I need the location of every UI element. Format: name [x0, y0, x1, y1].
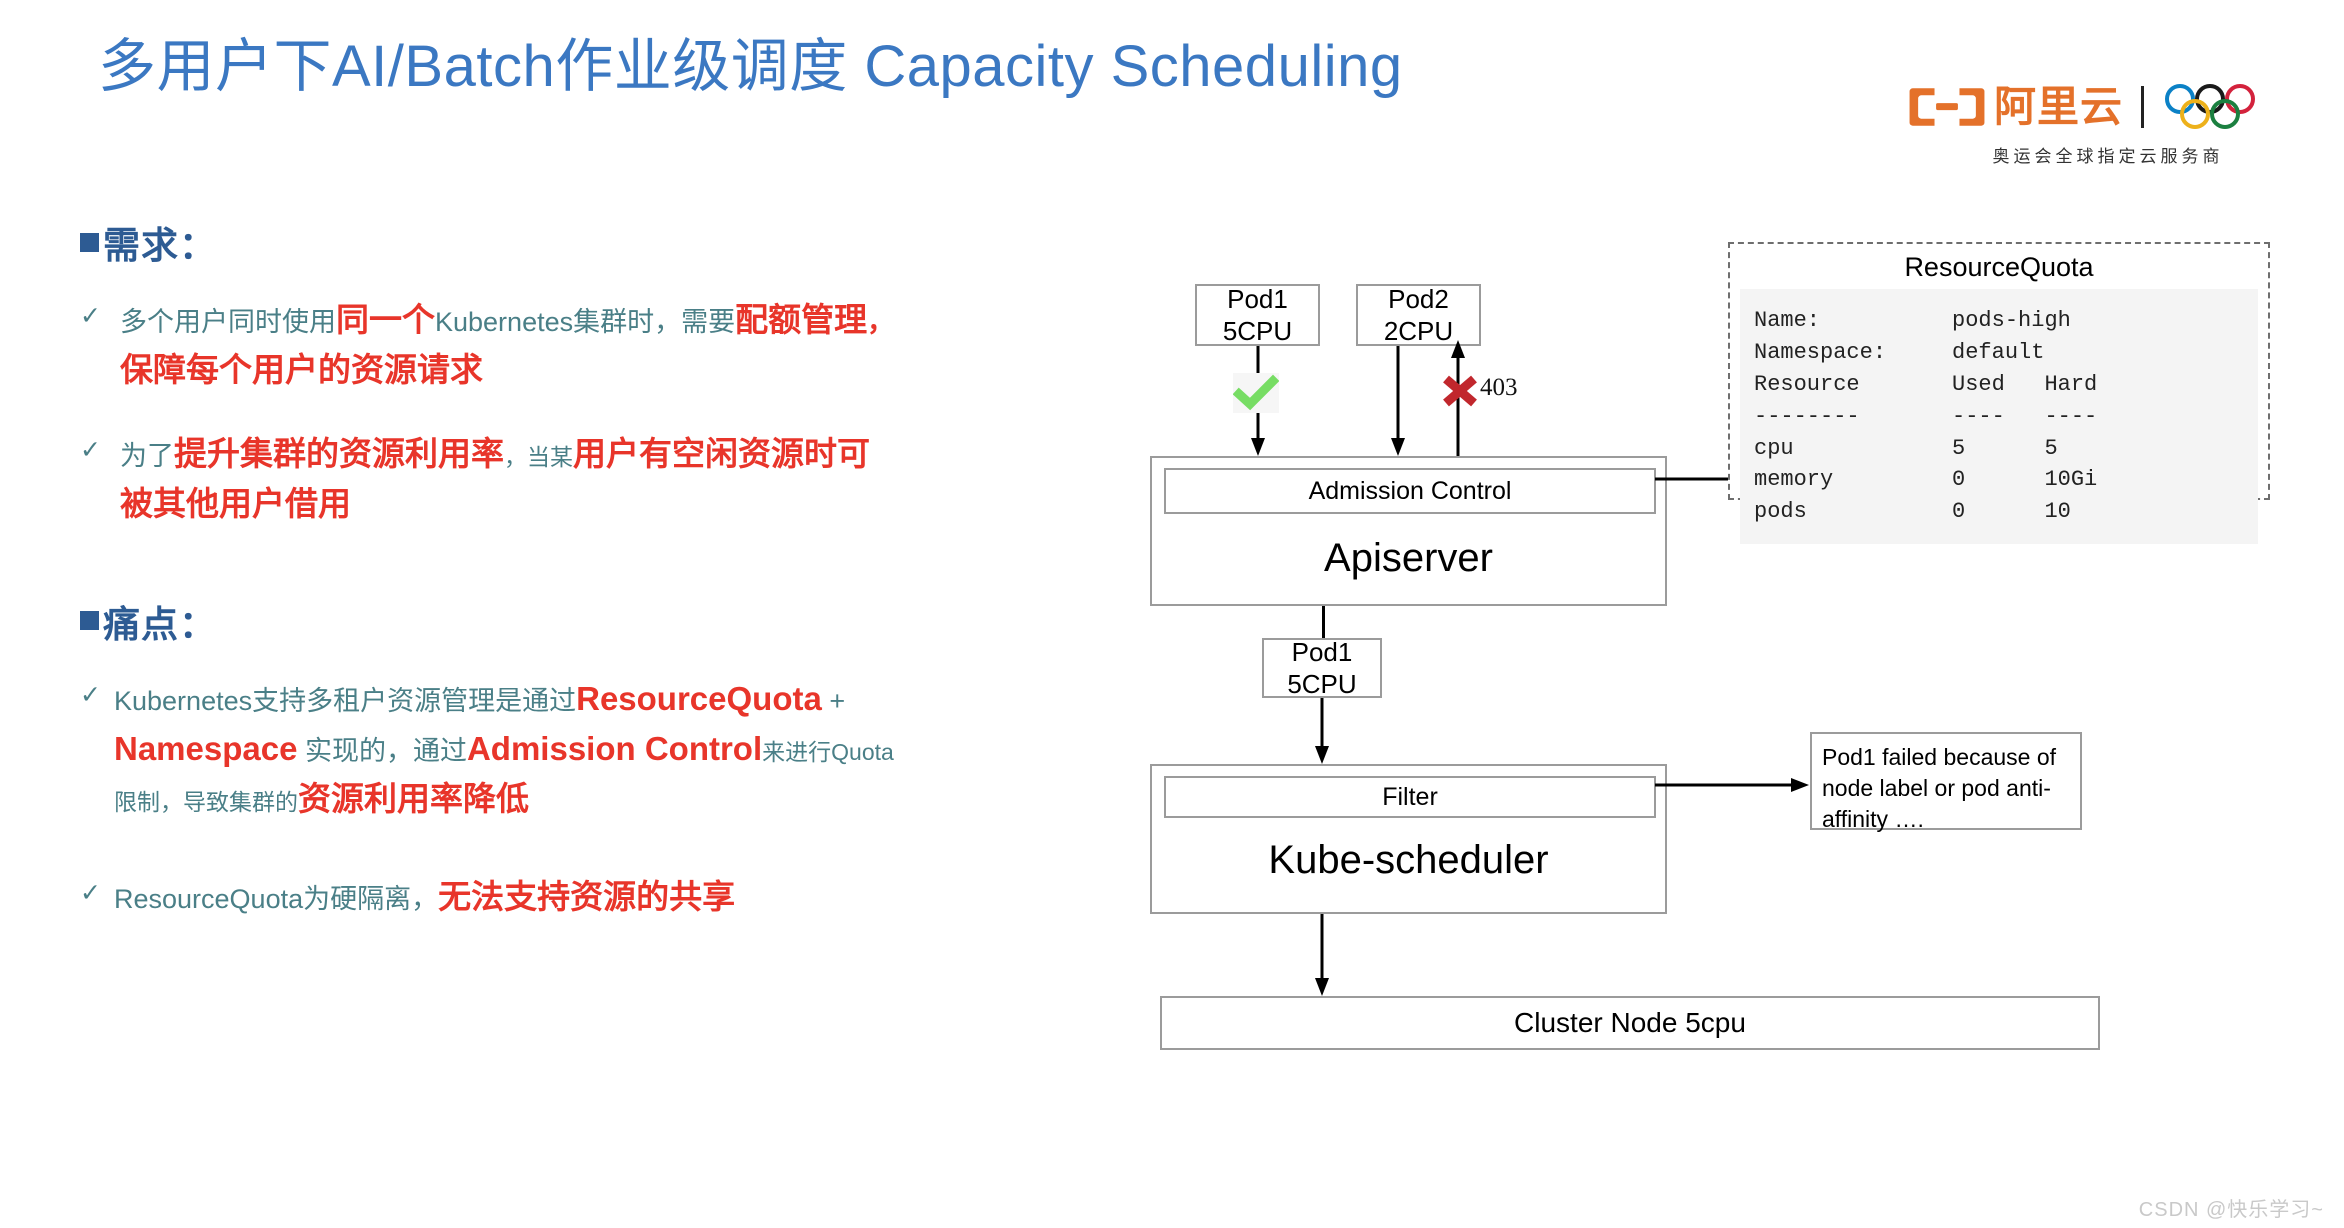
csdn-watermark: CSDN @快乐学习~ — [2138, 1199, 2324, 1221]
filter-box: Filter — [1164, 776, 1656, 818]
resourcequota-panel: ResourceQuota Name: pods-high Namespace:… — [1728, 242, 2270, 545]
alibaba-cloud-logo-icon — [1909, 88, 1985, 126]
cluster-node-box: Cluster Node 5cpu — [1160, 996, 2100, 1050]
arrow-pod2-to-apiserver — [1391, 346, 1405, 456]
arrow-apiserver-reject-pod2 — [1451, 340, 1465, 456]
pod1-top-box: Pod1 5CPU — [1195, 284, 1320, 346]
list-item: ✓ 多个用户同时使用同一个Kubernetes集群时，需要配额管理， 保障每个用… — [80, 295, 1060, 395]
bullet-segment: ，当某 — [504, 444, 573, 471]
pod2-top-label: Pod2 2CPU — [1383, 283, 1454, 347]
kube-scheduler-box: Filter Kube-scheduler — [1150, 764, 1667, 914]
bullet-segment: 多个用户同时使用 — [120, 307, 336, 337]
bullet-segment-emphasis: Namespace — [114, 729, 298, 767]
bullet-segment-emphasis: Admission Control — [466, 729, 763, 767]
section-heading-text: 需求： — [103, 225, 217, 266]
page-title: 多用户下AI/Batch作业级调度 Capacity Scheduling — [98, 34, 1403, 99]
bullet-segment-emphasis: 提升集群的资源利用率 — [174, 435, 504, 473]
pod1-top-label: Pod1 5CPU — [1222, 283, 1293, 347]
quota-line: cpu 5 5 — [1754, 435, 2058, 461]
arrow-scheduler-to-node — [1315, 914, 1329, 996]
red-x-icon — [1440, 372, 1480, 410]
square-bullet-icon — [80, 232, 99, 252]
bullet-segment: + — [821, 685, 846, 716]
check-bullet-icon: ✓ — [80, 680, 101, 709]
failure-callout-box: Pod1 failed because of node label or pod… — [1810, 732, 2082, 832]
section-heading-text: 痛点： — [103, 603, 217, 645]
quota-line: -------- ---- ---- — [1754, 403, 2098, 429]
resourcequota-body: Name: pods-high Namespace: default Resou… — [1740, 289, 2258, 545]
section-heading-painpoints: 痛点： — [80, 594, 1060, 648]
list-item: ✓ ResourceQuota为硬隔离，无法支持资源的共享 — [80, 872, 1060, 922]
apiserver-label: Apiserver — [1324, 536, 1493, 580]
quota-line: Namespace: default — [1754, 339, 2045, 365]
brand-divider — [2141, 86, 2145, 128]
bullet-segment: ， — [867, 307, 895, 337]
brand-logo-row: 阿里云 — [1908, 78, 2308, 136]
failure-callout-text: Pod1 failed because of node label or pod… — [1822, 744, 2057, 832]
list-item: ✓ Kubernetes支持多租户资源管理是通过ResourceQuota + … — [80, 674, 1060, 824]
quota-line: pods 0 10 — [1754, 499, 2071, 525]
bullet-segment-emphasis: 保障每个用户的资源请求 — [120, 351, 483, 389]
admission-control-label: Admission Control — [1308, 476, 1512, 505]
bullet-segment-emphasis: ResourceQuota — [576, 679, 822, 717]
bullet-segment-emphasis: 用户有空闲资源时可 — [573, 435, 870, 473]
green-check-icon — [1232, 373, 1280, 413]
bullet-segment-emphasis: 同一个 — [336, 301, 435, 338]
cluster-node-label: Cluster Node 5cpu — [1514, 1007, 1746, 1038]
kube-scheduler-label: Kube-scheduler — [1268, 838, 1549, 882]
check-bullet-icon: ✓ — [80, 302, 101, 330]
check-bullet-icon: ✓ — [80, 879, 101, 908]
admission-control-box: Admission Control — [1164, 468, 1656, 514]
bullet-segment: ResourceQuota为硬隔离， — [114, 884, 439, 915]
bullet-segment: 为了 — [120, 441, 174, 472]
pod1-mid-box: Pod1 5CPU — [1262, 636, 1382, 700]
architecture-diagram: Pod1 5CPU Pod2 2CPU — [1150, 242, 2270, 1080]
quota-line: Resource Used Hard — [1754, 371, 2098, 397]
resourcequota-title: ResourceQuota — [1904, 252, 2094, 282]
brand-logo: 阿里云 奥运会全球指定云服务商 — [1908, 78, 2308, 188]
olympic-rings-icon — [2165, 84, 2256, 129]
bullet-segment-emphasis: 配额管理 — [735, 301, 868, 338]
pod2-top-box: Pod2 2CPU — [1356, 284, 1481, 346]
left-content-column: 需求： ✓ 多个用户同时使用同一个Kubernetes集群时，需要配额管理， 保… — [80, 215, 1060, 956]
bullet-segment: 实现的，通过 — [297, 735, 467, 766]
connector-apiserver-to-pod1 — [1322, 606, 1325, 638]
apiserver-box: Admission Control Apiserver — [1150, 456, 1667, 606]
check-bullet-icon: ✓ — [80, 436, 101, 465]
pod1-mid-label: Pod1 5CPU — [1287, 636, 1357, 700]
filter-label: Filter — [1382, 782, 1438, 811]
quota-line: memory 0 10Gi — [1754, 467, 2098, 493]
bullet-segment-emphasis: 无法支持资源的共享 — [438, 878, 736, 916]
quota-line: Name: pods-high — [1754, 308, 2071, 333]
bullet-segment: Kubernetes支持多租户资源管理是通过 — [114, 685, 577, 716]
arrow-filter-to-callout — [1655, 778, 1809, 792]
bullet-segment: Kubernetes集群时，需要 — [435, 307, 736, 337]
brand-name: 阿里云 — [1994, 82, 2124, 131]
square-bullet-icon — [80, 611, 99, 631]
bullet-segment: 来进行Quota — [762, 738, 894, 765]
list-item: ✓ 为了提升集群的资源利用率，当某用户有空闲资源时可 被其他用户借用 — [80, 429, 1060, 529]
bullet-segment: 限制，导致集群的 — [114, 788, 298, 815]
brand-tagline: 奥运会全球指定云服务商 — [1992, 147, 2224, 167]
bullet-segment-emphasis: 被其他用户借用 — [120, 485, 351, 523]
section-heading-requirements: 需求： — [80, 215, 1060, 269]
arrow-pod1-to-scheduler — [1315, 698, 1329, 764]
bullet-segment-emphasis: 资源利用率降低 — [298, 779, 529, 817]
error-code-403: 403 — [1480, 374, 1518, 401]
